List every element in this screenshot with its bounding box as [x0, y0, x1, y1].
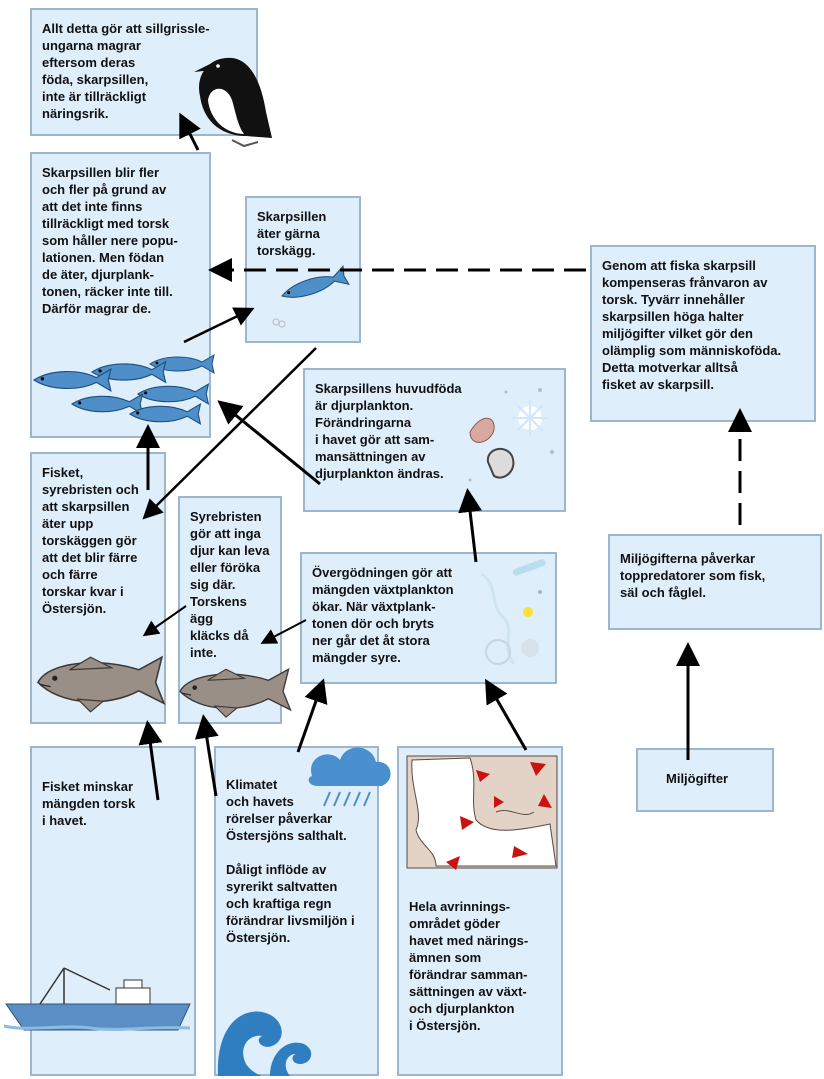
toxins-predators-text: Miljögifterna påverkar toppredatorer som… — [620, 551, 766, 600]
arrows — [136, 112, 752, 801]
fishing-reduces-text: Fisket minskar mängden torsk i havet. — [42, 779, 136, 828]
fishing-boat-illustration — [3, 967, 191, 1031]
zooplankton-text: Skarpsillens huvudföda är djurplankton. … — [315, 381, 462, 481]
toxins-text: Miljögifter — [666, 771, 729, 786]
sprat-fishing-box: Genom att fiska skarpsill kompenseras fr… — [590, 245, 816, 422]
climate-text-2: Dåligt inflöde av syrerikt saltvatten oc… — [226, 862, 355, 945]
climate-text-1: Klimatet och havets rörelser påverkar Ös… — [226, 777, 347, 843]
zooplankton-illustration — [468, 388, 554, 482]
oxygen-text: Syrebristen gör att inga djur kan leva e… — [190, 509, 270, 660]
toxins-predators-box: Miljögifterna påverkar toppredatorer som… — [608, 534, 822, 630]
arrow-climate-to-oxygen — [194, 714, 219, 797]
phytoplankton-illustration — [481, 559, 546, 665]
fewer-cod-text: Fisket, syrebristen och att skarpsillen … — [42, 465, 139, 616]
arrow-to-fewer-cod-from-eggs — [142, 347, 317, 520]
zooplankton-box: Skarpsillens huvudföda är djurplankton. … — [303, 368, 566, 512]
guillemot-illustration — [194, 57, 272, 148]
arrow-to-sprat-eggs — [183, 307, 255, 344]
arrow-zooplankton-to-sprat — [217, 400, 321, 486]
arrow-fishing-to-cod — [138, 720, 163, 801]
wave-illustration — [217, 1011, 312, 1076]
arrow-eutrophication-to-oxygen — [260, 619, 307, 644]
arrow-climate-to-eutrophication — [296, 678, 328, 753]
arrow-oxygen-to-fewer-cod — [142, 605, 187, 637]
drainage-text: Hela avrinnings- området göder havet med… — [409, 899, 529, 1033]
baltic-map-illustration — [406, 755, 558, 870]
arrow-to-zooplankton — [458, 488, 483, 563]
cod-illustration — [37, 656, 165, 713]
arrow-to-guillemot — [179, 112, 201, 151]
toxins-box: Miljögifter — [636, 748, 774, 812]
sprat-eggs-text: Skarpsillen äter gärna torskägg. — [257, 209, 327, 258]
sprat-illustration — [272, 265, 350, 328]
sprat-school-illustration — [33, 354, 215, 425]
guillemot-text: Allt detta gör att sillgrissle- ungarna … — [42, 21, 210, 121]
dead-cod-illustration — [179, 668, 292, 718]
eutrophication-text: Övergödningen gör att mängden växtplankt… — [312, 565, 454, 665]
arrow-drainage-to-eutrophication — [485, 678, 528, 751]
sprat-fishing-text: Genom att fiska skarpsill kompenseras fr… — [602, 258, 782, 392]
sprat-growth-text: Skarpsillen blir fler och fler på grund … — [42, 165, 178, 316]
cloud-illustration — [308, 747, 391, 807]
